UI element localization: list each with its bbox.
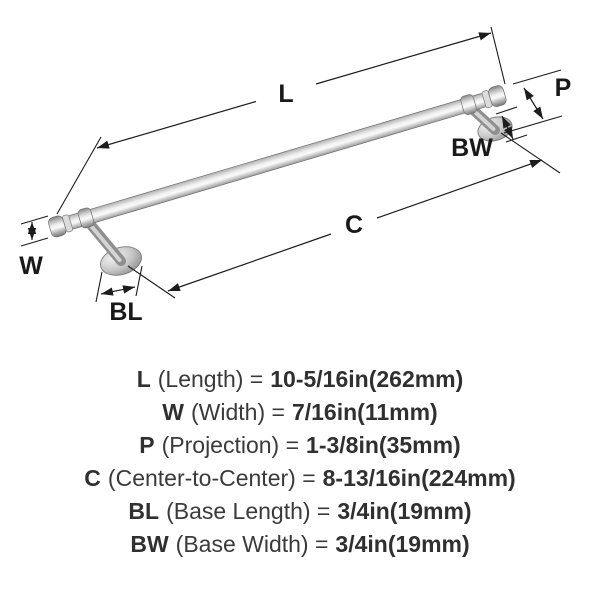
- dimension-label-BW: BW: [451, 134, 493, 162]
- right-finial: [488, 85, 507, 107]
- dimension-label-L: L: [278, 80, 293, 108]
- left-joint-collar: [77, 207, 95, 229]
- spec-letter: P: [139, 432, 155, 458]
- bar-shaft: [67, 93, 487, 230]
- spec-letter: L: [136, 366, 151, 392]
- dimension-BW: BW: [451, 106, 528, 162]
- dimension-BL: BL: [95, 265, 143, 326]
- left-ring: [62, 214, 73, 233]
- spec-letter: W: [162, 399, 185, 425]
- spec-value: 10-5/16in(262mm): [270, 366, 464, 392]
- dimension-C: C: [127, 132, 561, 299]
- spec-line-base-width: BW (Base Width) = 3/4in(19mm): [130, 530, 469, 558]
- spec-letter: C: [84, 465, 101, 491]
- spec-label: (Base Length) =: [166, 498, 331, 524]
- spec-list: L (Length) = 10-5/16in(262mm) W (Width) …: [0, 365, 600, 558]
- right-joint-collar: [460, 94, 477, 115]
- spec-line-projection: P (Projection) = 1-3/8in(35mm): [139, 431, 460, 459]
- spec-letter: BW: [130, 531, 169, 557]
- spec-line-center-to-center: C (Center-to-Center) = 8-13/16in(224mm): [84, 464, 515, 492]
- dimension-P: P: [503, 69, 572, 134]
- spec-letter: BL: [128, 498, 160, 524]
- spec-value: 8-13/16in(224mm): [322, 465, 516, 491]
- spec-label: (Width) =: [191, 399, 285, 425]
- dimension-label-W: W: [19, 252, 43, 280]
- spec-label: (Projection) =: [161, 432, 300, 458]
- dimension-label-BL: BL: [109, 298, 142, 326]
- pull-bar: [48, 85, 507, 238]
- spec-value: 3/4in(19mm): [335, 531, 470, 557]
- spec-value: 1-3/8in(35mm): [306, 432, 461, 458]
- spec-value: 7/16in(11mm): [291, 399, 438, 425]
- product-dimension-diagram: L C P BW W: [19, 26, 572, 326]
- dimension-label-C: C: [345, 211, 363, 239]
- spec-label: (Length) =: [157, 366, 264, 392]
- spec-value: 3/4in(19mm): [337, 498, 472, 524]
- spec-line-width: W (Width) = 7/16in(11mm): [162, 398, 437, 426]
- dimension-W: W: [19, 215, 49, 280]
- spec-line-base-length: BL (Base Length) = 3/4in(19mm): [128, 497, 471, 525]
- dimension-label-P: P: [555, 74, 572, 102]
- dimension-L: L: [56, 26, 506, 215]
- spec-label: (Base Width) =: [175, 531, 329, 557]
- spec-line-length: L (Length) = 10-5/16in(262mm): [137, 365, 464, 393]
- spec-label: (Center-to-Center) =: [107, 465, 316, 491]
